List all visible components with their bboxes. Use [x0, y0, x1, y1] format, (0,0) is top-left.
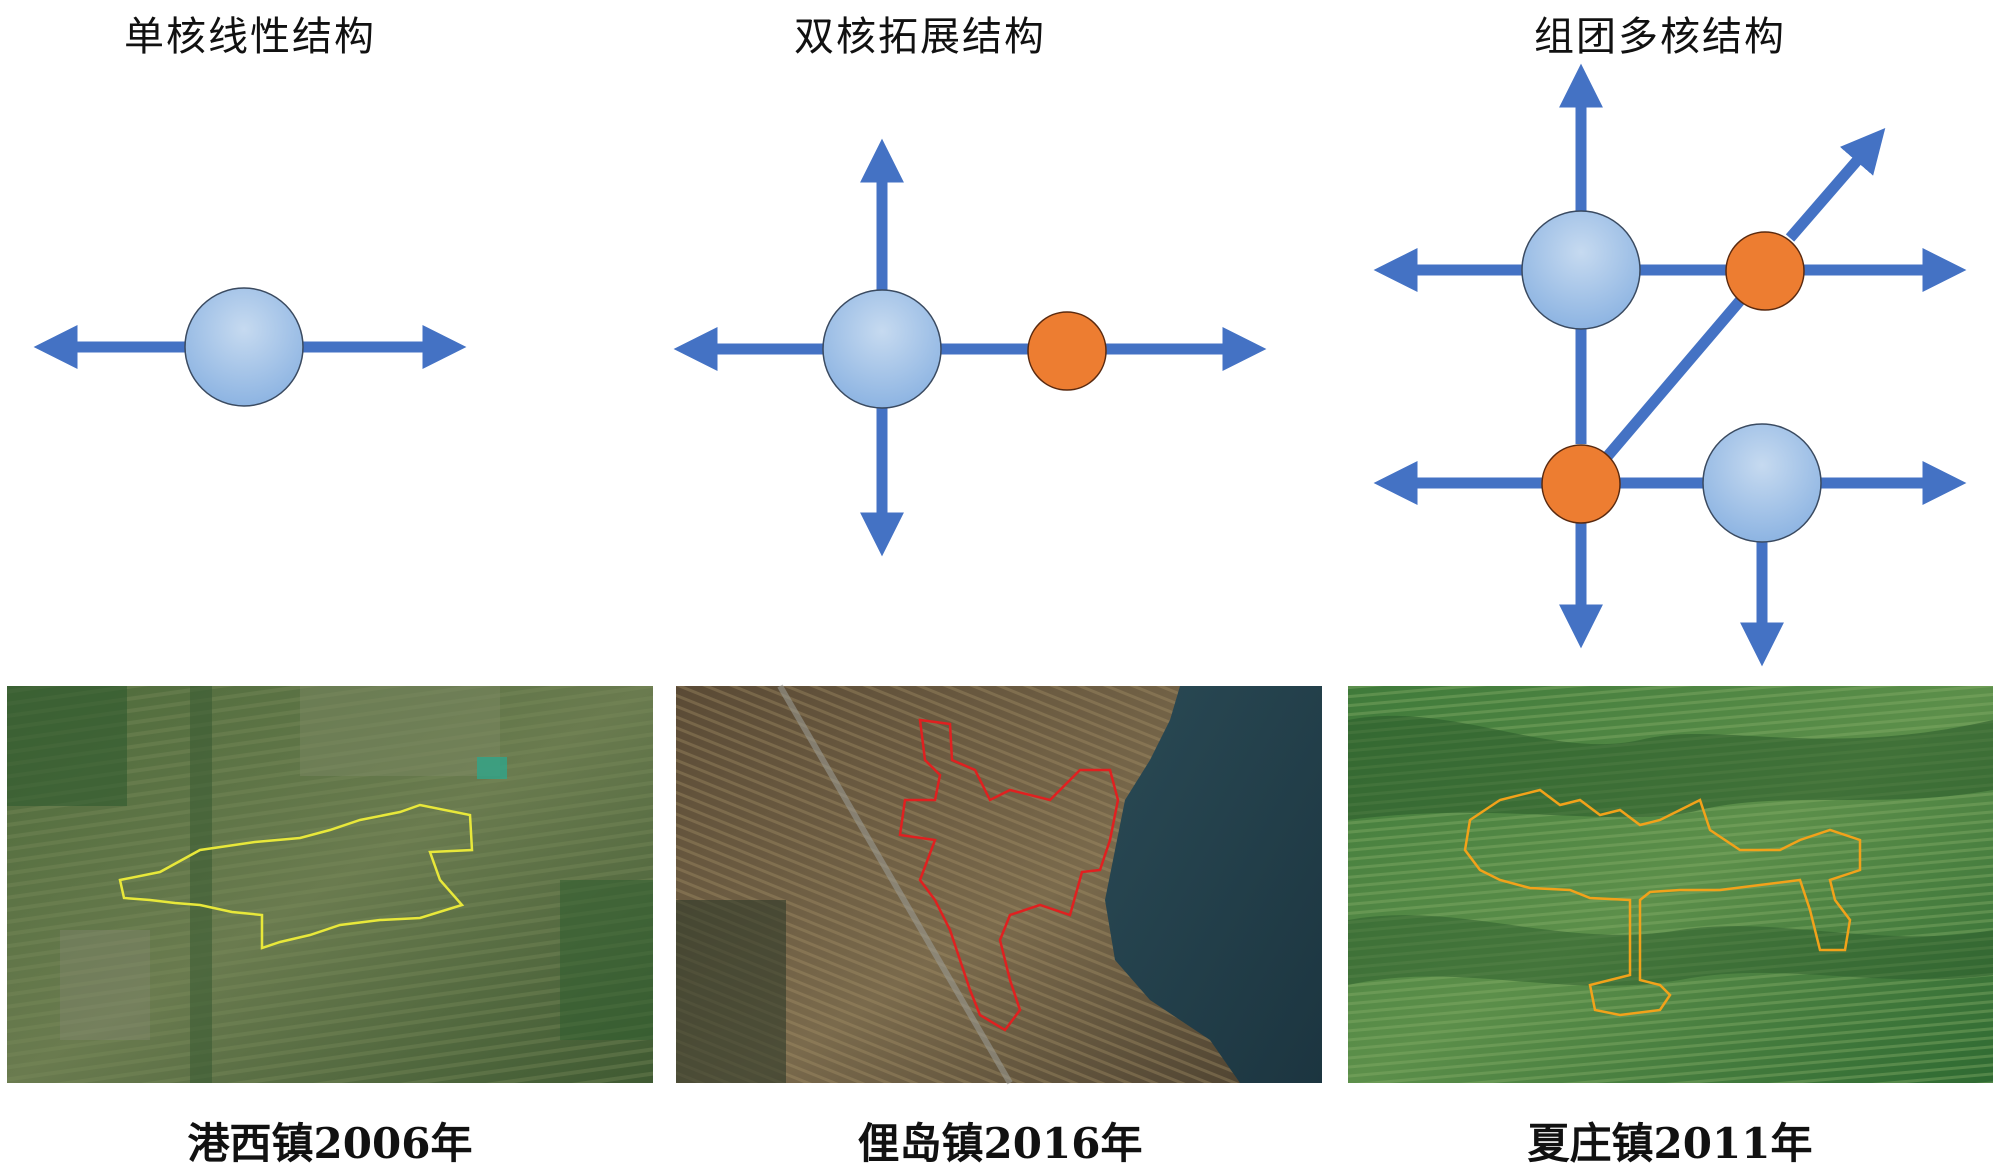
- secondary-core-node-upper: [1726, 232, 1804, 310]
- caption-lidao: 俚岛镇2016年: [680, 1110, 1320, 1171]
- dual-core-diagram: [700, 165, 1240, 530]
- satellite-image-xiazhuang: [1348, 686, 1993, 1083]
- connector-diagonal: [1606, 296, 1744, 458]
- secondary-core-node-lower: [1542, 445, 1620, 523]
- satellite-image-gangxi: [7, 686, 653, 1083]
- primary-core-node: [823, 290, 941, 408]
- primary-core-node-lower: [1703, 424, 1821, 542]
- caption-xiazhuang: 夏庄镇2011年: [1350, 1110, 1990, 1171]
- satellite-image-lidao: [676, 686, 1322, 1083]
- multi-core-diagram: [1400, 90, 1940, 640]
- caption-gangxi: 港西镇2006年: [10, 1110, 650, 1171]
- arrow-northeast: [1790, 148, 1868, 238]
- secondary-core-node: [1028, 312, 1106, 390]
- primary-core-node-upper: [1522, 211, 1640, 329]
- primary-core-node: [185, 288, 303, 406]
